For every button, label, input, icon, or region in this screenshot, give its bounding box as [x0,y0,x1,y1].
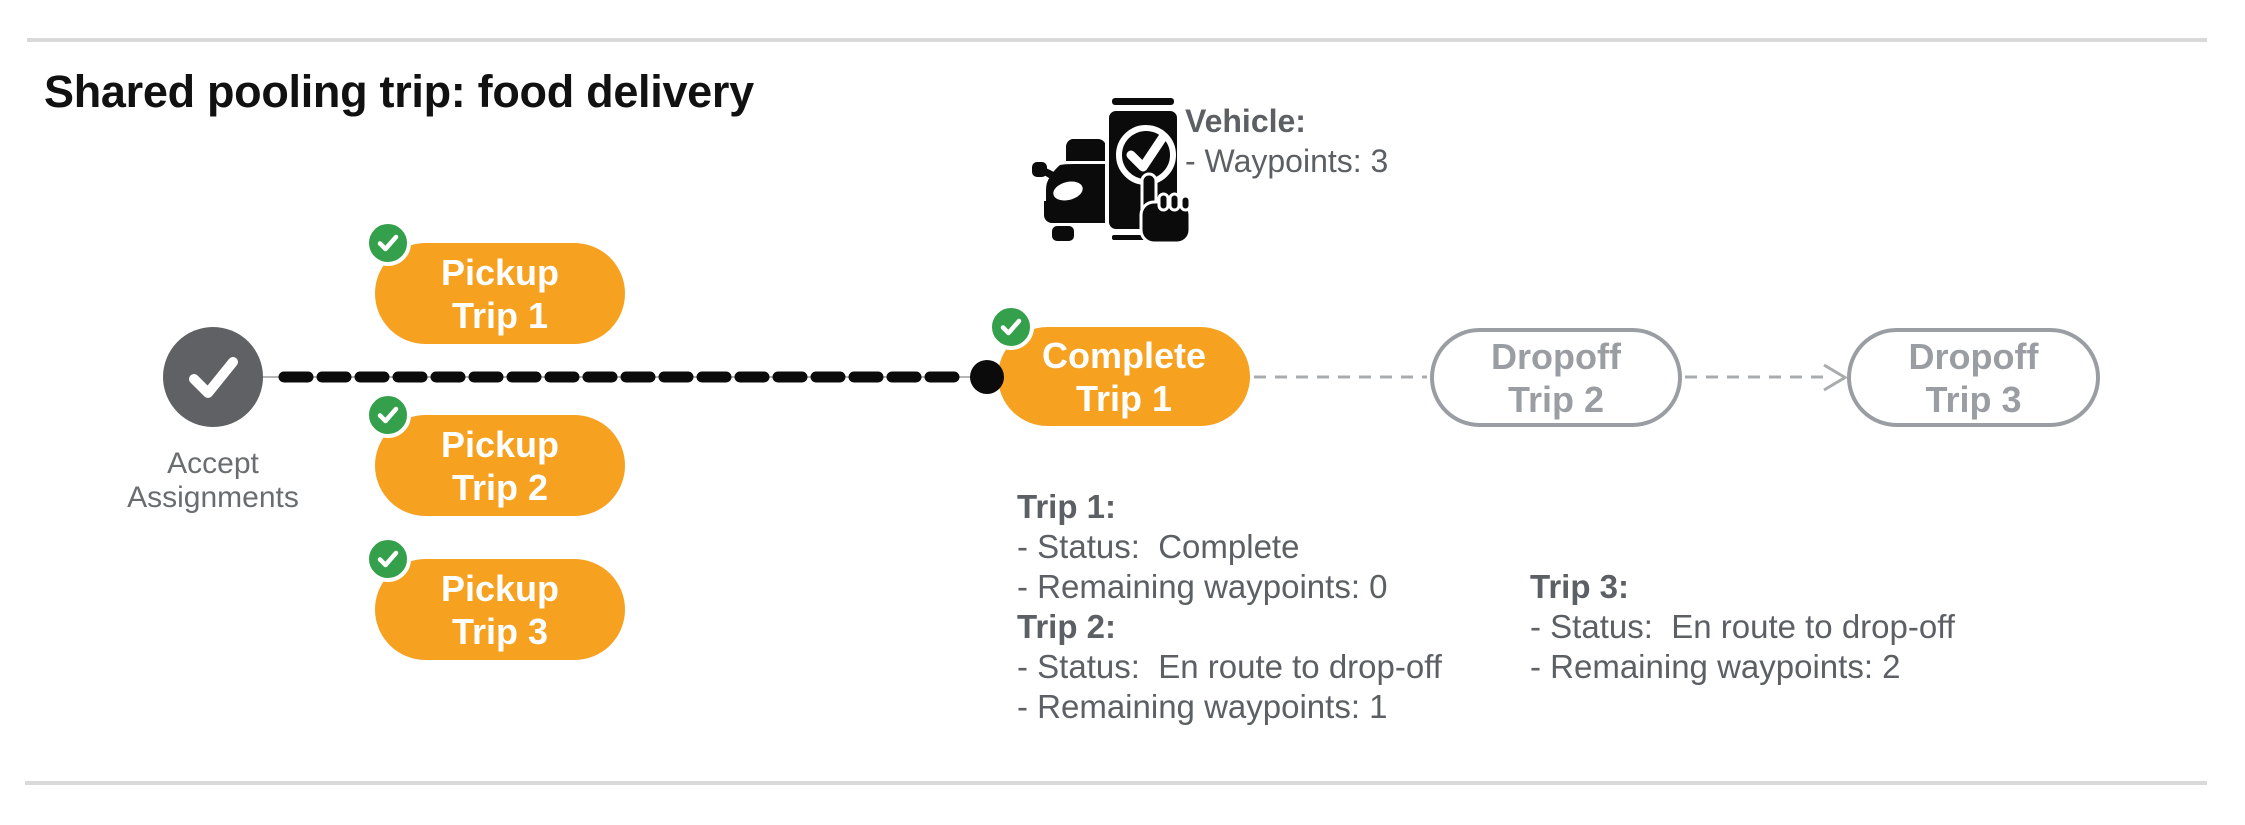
pill-label-line-1: Complete [1041,334,1207,376]
arrowhead-icon [1823,363,1848,392]
pickup-trip-1-node: Pickup Trip 1 [365,220,625,344]
pill-label-line-1: Dropoff [1908,335,2039,377]
pickup-trip-2-node: Pickup Trip 2 [365,392,625,516]
car-phone-check-icon [1032,95,1190,243]
trip-1-waypoints: - Remaining waypoints: 0 [1017,568,1388,605]
complete-trip-1-node: Complete Trip 1 [988,304,1250,426]
pill-label-line-2: Trip 1 [1075,377,1173,419]
pill-label-line-2: Trip 2 [1507,378,1605,420]
dropoff-trip-2-node: Dropoff Trip 2 [1430,328,1682,427]
check-icon [377,406,399,424]
trip-details-block-1: Trip 1: - Status: Complete - Remaining w… [1017,487,1442,727]
vehicle-waypoints-line: - Waypoints: 3 [1185,143,1389,179]
completed-check-badge [988,304,1034,350]
vehicle-label: Vehicle: [1185,103,1306,139]
trip-2-status: - Status: En route to drop-off [1017,648,1442,685]
accept-label-line-1: Accept [167,447,259,480]
pill-label-line-2: Trip 3 [1925,378,2022,420]
pickup-trip-3-node: Pickup Trip 3 [365,536,625,660]
pill-label-line-1: Pickup [440,567,560,609]
check-icon [377,550,399,568]
completed-check-badge [365,536,411,582]
check-icon [1000,318,1022,336]
trip-3-title: Trip 3: [1530,568,1630,605]
accept-assignments-node [163,327,263,427]
check-icon [189,357,238,398]
trip-3-waypoints: - Remaining waypoints: 2 [1530,648,1901,685]
pill-label-line-1: Pickup [440,251,560,293]
check-icon [377,234,399,252]
trip-1-title: Trip 1: [1017,488,1117,525]
pill-label-line-1: Pickup [440,423,560,465]
pill-label-line-1: Dropoff [1491,335,1621,377]
trip-3-status: - Status: En route to drop-off [1530,608,1955,645]
trip-details-block-2: Trip 3: - Status: En route to drop-off -… [1530,567,1955,687]
accept-assignments-label: Accept Assignments [63,447,363,515]
dropoff-trip-3-node: Dropoff Trip 3 [1847,328,2100,427]
pill-label-line-2: Trip 3 [451,610,549,652]
top-divider [27,38,2207,42]
pill-label-line-2: Trip 2 [451,466,549,508]
trip-2-waypoints: - Remaining waypoints: 1 [1017,688,1388,725]
page-title: Shared pooling trip: food delivery [44,66,754,117]
bottom-divider [25,781,2207,785]
completed-check-badge [365,220,411,266]
trip-1-status: - Status: Complete [1017,528,1300,565]
completed-check-badge [365,392,411,438]
pill-label-line-2: Trip 1 [451,294,549,336]
vehicle-info: Vehicle: - Waypoints: 3 [1185,101,1388,181]
trip-2-title: Trip 2: [1017,608,1117,645]
accept-label-line-2: Assignments [127,481,299,514]
